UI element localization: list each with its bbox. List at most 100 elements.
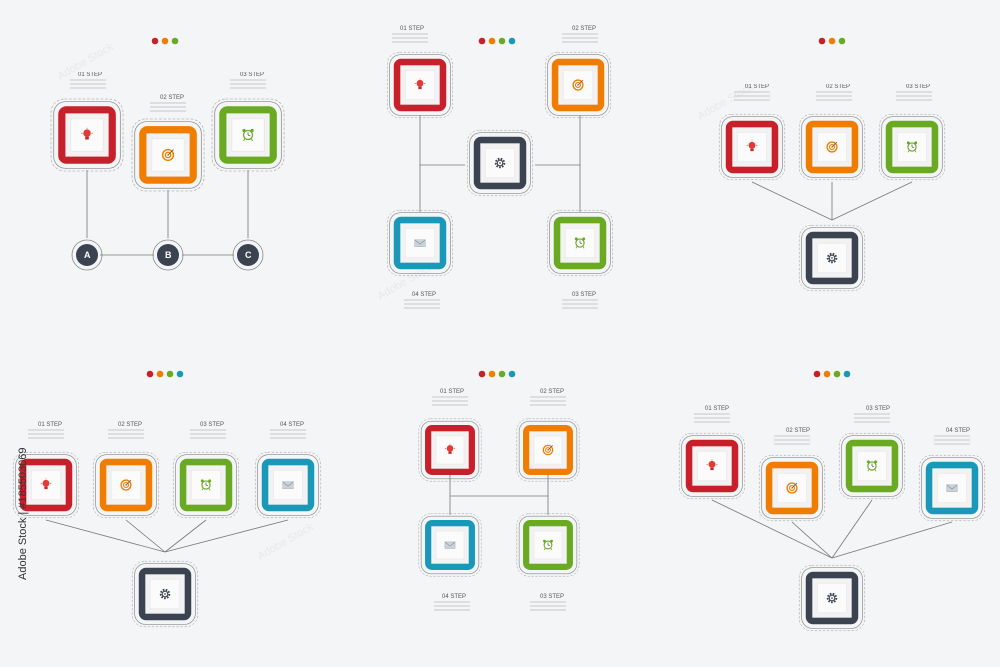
step-label: 02 STEP	[826, 84, 850, 90]
connector	[831, 499, 873, 559]
step-tile-red	[387, 52, 453, 118]
step-tile-blue	[419, 514, 481, 576]
center-tile-dark	[467, 130, 533, 196]
svg-text:Adobe Stock: Adobe Stock	[256, 521, 316, 563]
step-description	[933, 435, 971, 445]
step-label: 03 STEP	[866, 406, 890, 412]
step-tile-red	[679, 433, 745, 499]
step-description	[27, 429, 65, 439]
connector	[791, 521, 833, 559]
center-tile-dark	[799, 225, 865, 291]
step-tile-red	[51, 99, 123, 171]
step-tile-green	[879, 114, 945, 180]
step-description	[107, 429, 145, 439]
panel-1: 01 STEP 02 STEP 03 STEP A B C	[51, 37, 284, 271]
step-label: 03 STEP	[540, 594, 564, 600]
stock-watermark: Adobe Stock | #185503069	[17, 447, 29, 580]
step-label: 02 STEP	[160, 95, 184, 101]
color-dots	[478, 370, 516, 378]
step-label: 03 STEP	[572, 292, 596, 298]
center-tile-dark	[799, 565, 865, 631]
step-label: 01 STEP	[705, 406, 729, 412]
panel-6: 01 STEP 02 STEP 03 STEP 04 STEP	[679, 370, 985, 631]
step-description	[529, 396, 567, 406]
connector	[164, 519, 207, 553]
step-description	[815, 91, 853, 101]
connector	[831, 521, 953, 559]
step-tile-orange	[517, 419, 579, 481]
panel-2: 01 STEP 02 STEP 03 STEP 04 STEP	[387, 26, 613, 309]
connector	[419, 115, 465, 166]
step-label: 02 STEP	[118, 422, 142, 428]
panel-5: 01 STEP 02 STEP 03 STEP 04 STEP	[419, 370, 579, 611]
step-description	[895, 91, 933, 101]
step-description	[69, 79, 107, 89]
step-label: 02 STEP	[572, 26, 596, 32]
connector	[164, 519, 289, 553]
step-label: 01 STEP	[78, 72, 102, 78]
step-description	[561, 299, 599, 309]
color-dots	[813, 370, 851, 378]
connector	[535, 115, 581, 166]
step-description	[529, 601, 567, 611]
step-tile-green	[839, 433, 905, 499]
step-label: 01 STEP	[400, 26, 424, 32]
step-description	[693, 413, 731, 423]
milestone-letter: C	[245, 250, 252, 260]
step-tile-red	[419, 419, 481, 481]
step-label: 03 STEP	[906, 84, 930, 90]
step-tile-green	[517, 514, 579, 576]
step-tile-orange	[759, 455, 825, 521]
step-label: 04 STEP	[442, 594, 466, 600]
step-description	[431, 396, 469, 406]
step-tile-orange	[799, 114, 865, 180]
step-label: 03 STEP	[240, 72, 264, 78]
step-description	[229, 79, 267, 89]
step-label: 04 STEP	[946, 428, 970, 434]
step-description	[433, 601, 471, 611]
milestone-letter: A	[84, 250, 91, 260]
step-label: 03 STEP	[200, 422, 224, 428]
step-description	[853, 413, 891, 423]
step-tile-red	[719, 114, 785, 180]
step-tile-orange	[93, 452, 159, 518]
step-description	[561, 33, 599, 43]
step-tile-orange	[545, 52, 611, 118]
step-label: 02 STEP	[540, 389, 564, 395]
step-tile-green	[547, 210, 613, 276]
step-label: 04 STEP	[412, 292, 436, 298]
panel-4: 01 STEP 02 STEP 03 STEP 04 STEP	[13, 370, 321, 627]
connector	[751, 181, 833, 221]
milestone-letter: B	[165, 250, 172, 260]
step-tile-blue	[919, 455, 985, 521]
step-tile-green	[212, 99, 284, 171]
step-label: 04 STEP	[280, 422, 304, 428]
step-description	[773, 435, 811, 445]
step-label: 01 STEP	[38, 422, 62, 428]
step-label: 02 STEP	[786, 428, 810, 434]
connector	[449, 475, 549, 497]
step-description	[269, 429, 307, 439]
step-tile-blue	[255, 452, 321, 518]
connector	[831, 181, 913, 221]
center-tile-dark	[132, 561, 198, 627]
connector	[711, 499, 833, 559]
milestone-a: A	[71, 239, 103, 271]
connector	[45, 519, 166, 553]
step-label: 01 STEP	[440, 389, 464, 395]
step-tile-green	[173, 452, 239, 518]
step-description	[391, 33, 429, 43]
color-dots	[818, 37, 846, 45]
step-tile-orange	[132, 119, 204, 191]
step-tile-blue	[387, 210, 453, 276]
color-dots	[151, 37, 179, 45]
milestone-b: B	[152, 239, 184, 271]
step-label: 01 STEP	[745, 84, 769, 90]
color-dots	[478, 37, 516, 45]
step-description	[189, 429, 227, 439]
color-dots	[146, 370, 184, 378]
panel-3: 01 STEP 02 STEP 03 STEP	[719, 37, 945, 291]
milestone-c: C	[232, 239, 264, 271]
connector	[125, 519, 166, 553]
